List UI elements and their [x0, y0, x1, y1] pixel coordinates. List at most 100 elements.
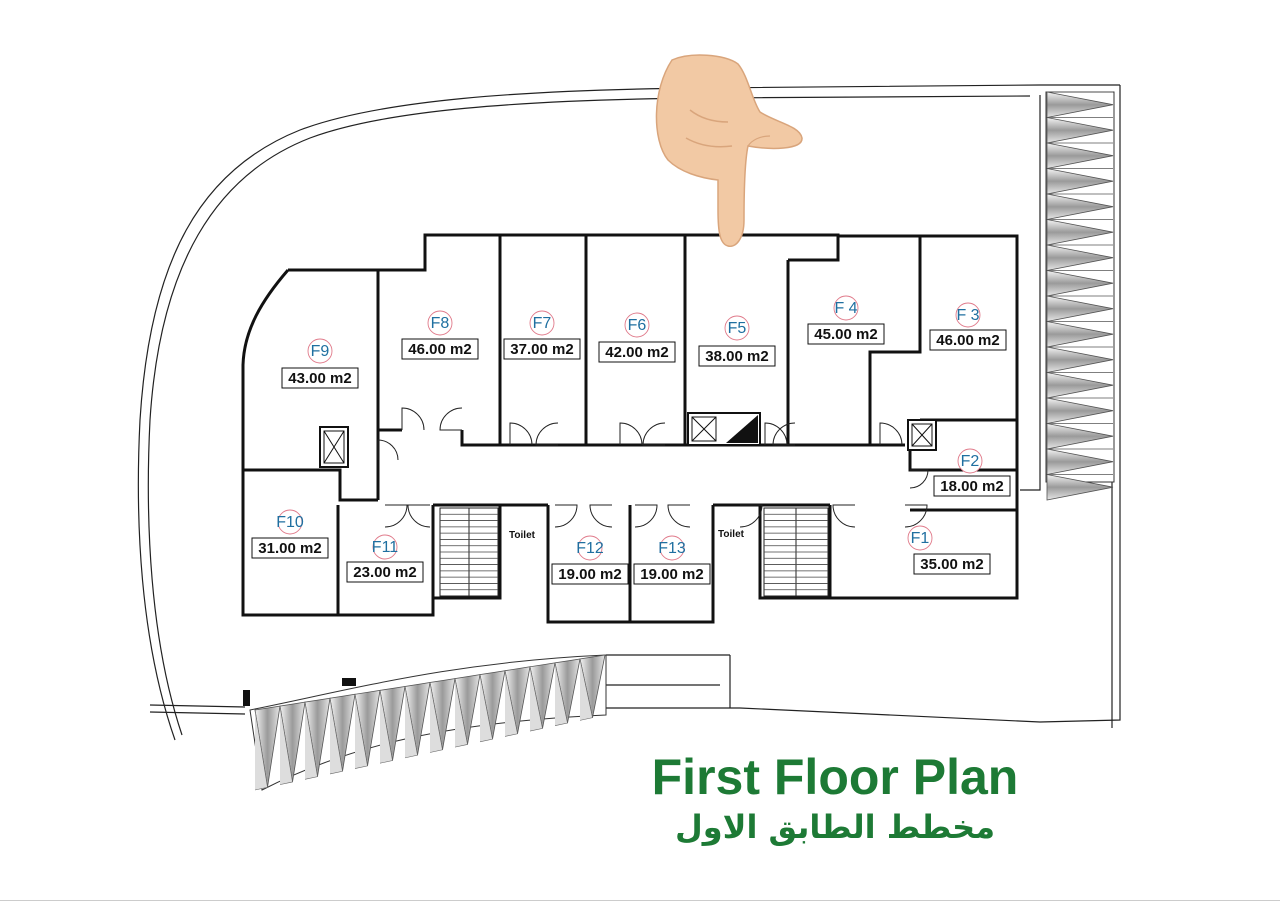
door-swing — [384, 504, 408, 528]
unit-f5: F5 38.00 m2 — [698, 315, 776, 367]
unit-id-circle — [955, 302, 981, 328]
shade-facet — [554, 662, 568, 727]
unit-id-circle — [907, 525, 933, 551]
unit-id: F1 — [911, 530, 930, 547]
shade-triangle — [1046, 270, 1114, 297]
stair-right — [763, 507, 829, 597]
shade-facet — [454, 678, 468, 748]
door-swing — [739, 504, 763, 528]
unit-area: 19.00 m2 — [640, 566, 703, 583]
door-swing — [634, 504, 658, 528]
shade-facet — [429, 682, 443, 753]
unit-id-circle — [724, 315, 750, 341]
unit-area: 35.00 m2 — [920, 556, 983, 573]
shade-triangle — [1046, 142, 1114, 169]
shaft-f9 — [319, 426, 349, 468]
area-box — [913, 553, 991, 575]
unit-id-circle — [372, 534, 398, 560]
unit-f3: F 346.00 m2 — [929, 302, 1007, 351]
unit-f6: F6 42.00 m2 — [598, 312, 676, 363]
shade-facet — [529, 666, 543, 732]
unit-id: F8 — [431, 315, 450, 332]
unit-id: F 4 — [834, 300, 857, 317]
unit-f13: F13 19.00 m2 — [633, 535, 711, 585]
door-swing — [509, 422, 533, 446]
area-box — [346, 561, 424, 583]
area-box — [598, 341, 676, 363]
doors — [377, 407, 929, 528]
bottom-divider — [0, 900, 1280, 901]
shade-facet — [254, 709, 268, 791]
area-box — [929, 329, 1007, 351]
shade-triangle — [1046, 295, 1114, 322]
site-boundary — [137, 84, 1121, 741]
unit-id-circle — [659, 535, 685, 561]
door-swing — [879, 422, 903, 446]
area-box — [698, 345, 776, 367]
shade-facet — [304, 702, 318, 780]
plan-title: First Floor Plan — [651, 749, 1019, 805]
door-swing — [554, 504, 578, 528]
area-box — [281, 367, 359, 389]
shade-triangle — [1046, 346, 1114, 373]
unit-id: F12 — [576, 540, 604, 557]
door-swing — [535, 422, 559, 446]
shade-facet — [329, 698, 343, 775]
shade-triangle — [1046, 193, 1114, 220]
unit-area: 45.00 m2 — [814, 326, 877, 343]
unit-f1: F1 35.00 m2 — [907, 525, 991, 575]
right-shading-strip — [1045, 91, 1115, 501]
unit-id: F13 — [658, 540, 686, 557]
unit-area: 42.00 m2 — [605, 344, 668, 361]
unit-id-circle — [277, 509, 303, 535]
unit-id: F7 — [533, 315, 552, 332]
unit-id-circle — [957, 448, 983, 474]
door-swing — [667, 504, 691, 528]
unit-f2: F2 18.00 m2 — [933, 448, 1011, 497]
door-swing — [642, 422, 666, 446]
shade-triangle — [1046, 448, 1114, 475]
shade-facet — [279, 706, 293, 785]
unit-id-circle — [307, 338, 333, 364]
area-box — [503, 338, 581, 360]
shade-triangle — [1046, 321, 1114, 348]
bottom-shading-strip — [249, 654, 607, 791]
unit-id: F6 — [628, 317, 647, 334]
unit-area: 37.00 m2 — [510, 341, 573, 358]
toilet-label-left: Toilet — [509, 530, 536, 541]
door-swing — [832, 504, 856, 528]
door-swing — [909, 469, 929, 489]
unit-id: F5 — [728, 320, 747, 337]
door-swing — [619, 422, 643, 446]
unit-f7: F7 37.00 m2 — [503, 310, 581, 360]
shaft-f5 — [687, 412, 761, 446]
shade-triangle — [1046, 474, 1114, 501]
door-swing — [904, 504, 928, 528]
unit-id: F11 — [372, 539, 398, 556]
unit-f10: F10 31.00 m2 — [251, 509, 329, 559]
unit-id-circle — [577, 535, 603, 561]
shade-facet — [404, 686, 418, 759]
unit-area: 19.00 m2 — [558, 566, 621, 583]
stair-left — [439, 507, 499, 597]
unit-area: 38.00 m2 — [705, 348, 768, 365]
area-box — [251, 537, 329, 559]
shade-triangle — [1046, 423, 1114, 450]
door-swing — [377, 439, 399, 461]
unit-area: 31.00 m2 — [258, 540, 321, 557]
unit-area: 43.00 m2 — [288, 370, 351, 387]
shade-triangle — [1046, 244, 1114, 271]
area-box — [933, 475, 1011, 497]
unit-id-circle — [529, 310, 555, 336]
unit-id: F10 — [276, 514, 304, 531]
unit-area: 18.00 m2 — [940, 478, 1003, 495]
unit-id: F 3 — [956, 307, 979, 324]
unit-id-circle — [833, 295, 859, 321]
unit-id: F2 — [961, 453, 980, 470]
unit-area: 46.00 m2 — [408, 341, 471, 358]
shade-facet — [579, 658, 593, 721]
door-swing — [772, 422, 796, 446]
shade-triangle — [1046, 117, 1114, 144]
unit-id: F9 — [311, 343, 330, 360]
door-swing — [589, 504, 613, 528]
